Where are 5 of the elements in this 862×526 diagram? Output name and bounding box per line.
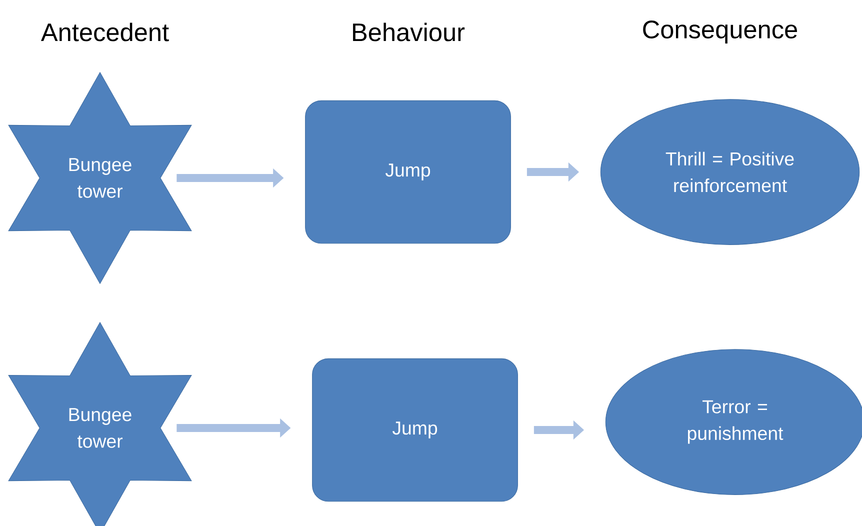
- rounded-box: Jump: [305, 100, 511, 244]
- column-heading: Antecedent: [40, 22, 169, 42]
- column-heading: Behaviour: [353, 22, 465, 42]
- column-heading: Consequence: [643, 20, 798, 44]
- rounded-box: Jump: [312, 358, 518, 502]
